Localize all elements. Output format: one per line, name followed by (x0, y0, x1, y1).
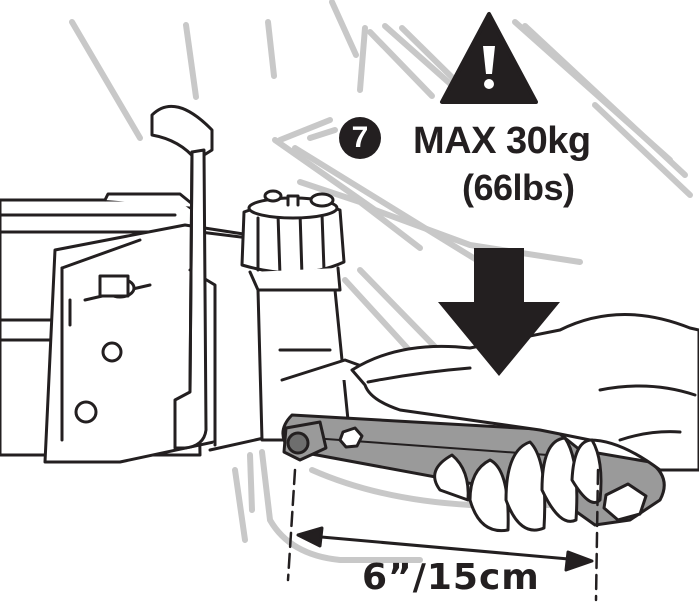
dimension-arrow (296, 526, 594, 572)
background-motion-lines (69, 0, 693, 563)
valve-cap (240, 189, 346, 292)
dimension-lines (286, 468, 600, 602)
max-load-lbs-label: (66lbs) (462, 167, 575, 208)
nut (282, 420, 328, 462)
max-load-label: MAX 30kg (413, 120, 591, 162)
warning-triangle-icon (440, 12, 538, 104)
dimension-label: 6”/15cm (362, 557, 540, 598)
step-number-badge: 7 (339, 117, 381, 159)
hand (350, 313, 699, 533)
down-arrow-icon (438, 248, 560, 376)
handle (150, 104, 214, 450)
frame-holes (74, 274, 136, 424)
